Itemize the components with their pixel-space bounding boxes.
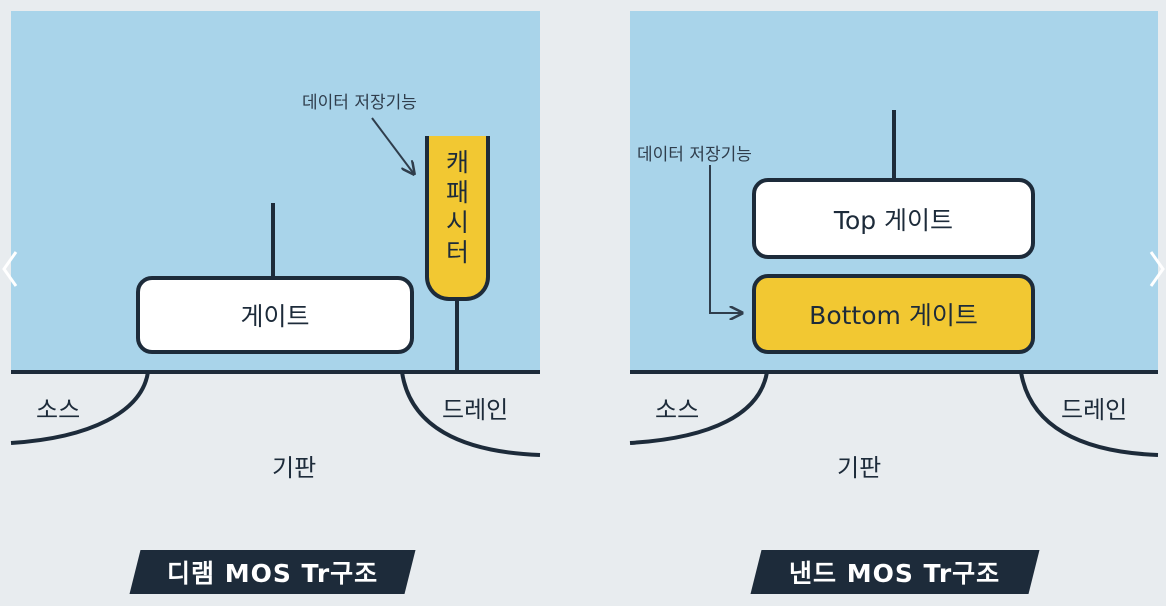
dram-capacitor: 캐 패 시 터 — [425, 136, 490, 301]
nand-title-banner: 낸드 MOS Tr구조 — [750, 550, 1040, 594]
nand-top-gate: Top 게이트 — [752, 178, 1035, 259]
dram-capacitor-rim — [425, 136, 490, 140]
dram-title: 디램 MOS Tr구조 — [166, 559, 379, 588]
dram-source-region — [10, 371, 150, 445]
dram-gate-label: 게이트 — [240, 302, 310, 331]
nand-top-gate-label: Top 게이트 — [833, 205, 954, 235]
dram-gate: 게이트 — [136, 276, 414, 354]
capacitor-char: 캐 — [445, 148, 469, 177]
dram-title-banner: 디램 MOS Tr구조 — [129, 550, 416, 594]
nand-substrate-label: 기판 — [837, 454, 882, 482]
dram-data-storage-label: 데이터 저장기능 — [302, 93, 417, 113]
nand-source-label: 소스 — [655, 396, 700, 424]
dram-arrow — [371, 117, 414, 174]
capacitor-char: 터 — [445, 238, 469, 267]
dram-source-label: 소스 — [36, 396, 81, 424]
nand-title: 낸드 MOS Tr구조 — [789, 559, 1001, 588]
capacitor-char: 패 — [445, 178, 469, 207]
dram-substrate-label: 기판 — [272, 454, 317, 482]
dram-drain-region — [400, 371, 541, 457]
nand-data-storage-label: 데이터 저장기능 — [637, 145, 752, 165]
nand-drain-label: 드레인 — [1061, 396, 1128, 424]
nand-bottom-gate: Bottom 게이트 — [752, 274, 1035, 354]
chevron-right-icon[interactable] — [1148, 248, 1166, 299]
dram-drain-label: 드레인 — [442, 396, 509, 424]
chevron-left-icon[interactable] — [0, 248, 20, 299]
nand-source-region — [629, 371, 769, 445]
nand-bottom-gate-label: Bottom 게이트 — [809, 301, 978, 330]
nand-arrow — [709, 165, 742, 313]
nand-drain-region — [1019, 371, 1159, 457]
capacitor-char: 시 — [445, 208, 469, 237]
